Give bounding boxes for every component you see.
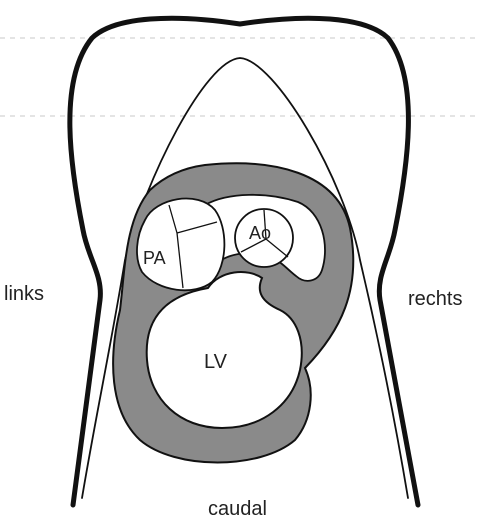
pulmonary-artery: [137, 199, 224, 291]
ao-label: Ao: [249, 223, 271, 243]
lv-label: LV: [204, 351, 228, 373]
pa-label: PA: [143, 248, 166, 268]
orientation-right-label: rechts: [408, 288, 462, 310]
orientation-bottom-label: caudal: [208, 498, 267, 520]
orientation-left-label: links: [4, 283, 44, 305]
